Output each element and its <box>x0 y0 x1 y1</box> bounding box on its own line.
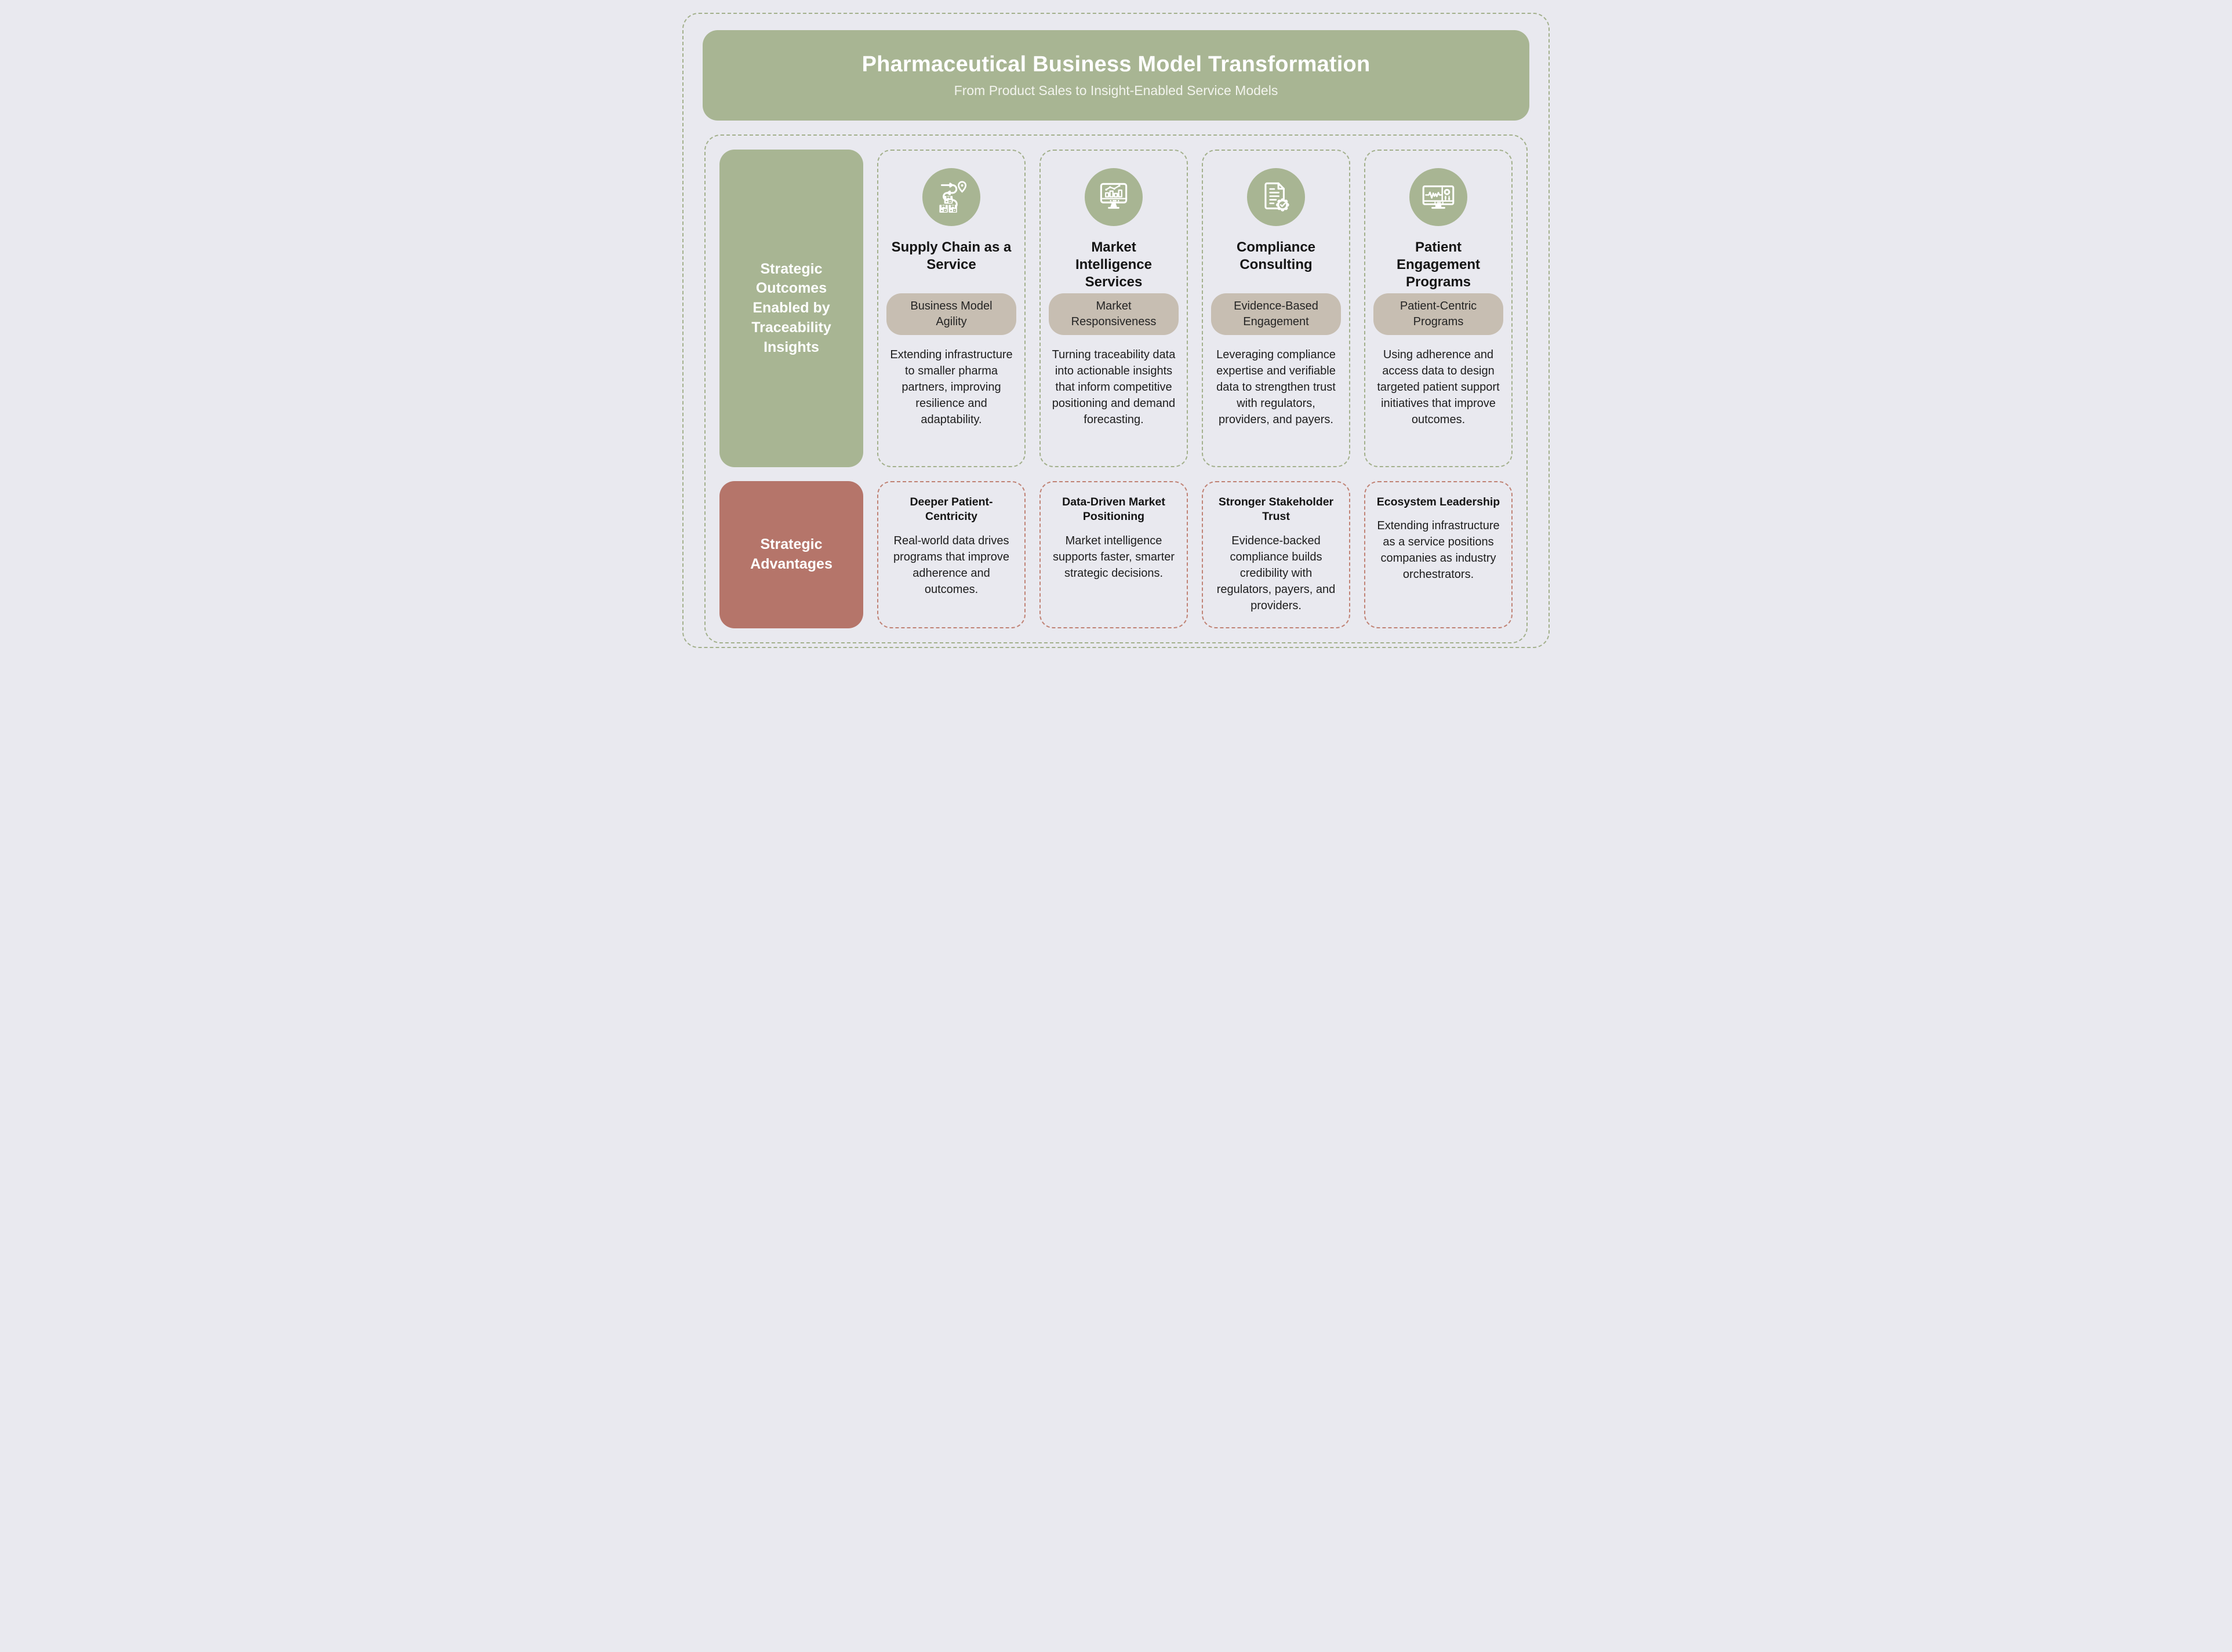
column-badge: Evidence-Based Engagement <box>1211 293 1341 335</box>
advantages-sidebar: Strategic Advantages <box>719 481 863 628</box>
advantage-description: Extending infrastructure as a service po… <box>1377 519 1500 581</box>
header-banner: Pharmaceutical Business Model Transforma… <box>703 30 1529 121</box>
outcomes-sidebar-label: Strategic Outcomes Enabled by Traceabili… <box>751 260 831 355</box>
compliance-icon-circle <box>1247 168 1305 226</box>
advantages-sidebar-label: Strategic Advantages <box>750 536 833 572</box>
page-title: Pharmaceutical Business Model Transforma… <box>861 52 1371 77</box>
advantage-card-stakeholder-trust: Stronger Stakeholder Trust Evidence-back… <box>1202 481 1350 628</box>
column-compliance-consulting: Compliance Consulting Evidence-Based Eng… <box>1202 150 1350 467</box>
supply-chain-route-icon <box>939 181 967 213</box>
parcel-boxes <box>939 195 957 213</box>
advantage-title: Deeper Patient-Centricity <box>910 496 993 523</box>
market-intelligence-icon-circle <box>1085 168 1143 226</box>
column-badge: Patient-Centric Programs <box>1373 293 1503 335</box>
advantage-description: Evidence-backed compliance builds credib… <box>1216 534 1336 612</box>
column-description: Leveraging compliance expertise and veri… <box>1216 348 1336 426</box>
infographic-page: Pharmaceutical Business Model Transforma… <box>670 0 1562 661</box>
column-title: Market Intelligence Services <box>1075 239 1153 290</box>
advantage-card-ecosystem-leadership: Ecosystem Leadership Extending infrastru… <box>1364 481 1513 628</box>
column-patient-engagement: Patient Engagement Programs Patient-Cent… <box>1364 150 1513 467</box>
column-supply-chain: Supply Chain as a Service Business Model… <box>877 150 1026 467</box>
column-description: Turning traceability data into actionabl… <box>1052 348 1176 426</box>
advantage-description: Market intelligence supports faster, sma… <box>1052 534 1175 580</box>
advantage-title: Stronger Stakeholder Trust <box>1218 496 1334 523</box>
compliance-document-seal-icon <box>1264 182 1289 212</box>
column-description: Extending infrastructure to smaller phar… <box>890 348 1013 426</box>
outcomes-sidebar: Strategic Outcomes Enabled by Traceabili… <box>719 150 863 467</box>
advantage-card-patient-centricity: Deeper Patient-Centricity Real-world dat… <box>877 481 1026 628</box>
column-title: Patient Engagement Programs <box>1396 239 1481 290</box>
column-description: Using adherence and access data to desig… <box>1377 348 1500 426</box>
column-market-intelligence: Market Intelligence Services Market Resp… <box>1039 150 1188 467</box>
advantage-title: Ecosystem Leadership <box>1376 496 1500 508</box>
column-title: Supply Chain as a Service <box>891 239 1012 272</box>
column-badge: Market Responsiveness <box>1049 293 1179 335</box>
market-analytics-monitor-icon <box>1100 183 1128 209</box>
patient-vitals-monitor-icon <box>1422 185 1455 209</box>
column-badge: Business Model Agility <box>886 293 1016 335</box>
content-panel: Strategic Outcomes Enabled by Traceabili… <box>704 134 1528 643</box>
advantage-card-market-positioning: Data-Driven Market Positioning Market in… <box>1039 481 1188 628</box>
column-title: Compliance Consulting <box>1236 239 1316 272</box>
patient-engagement-icon-circle <box>1409 168 1467 226</box>
seal-check <box>1276 198 1289 212</box>
supply-chain-icon-circle <box>922 168 980 226</box>
advantage-description: Real-world data drives programs that imp… <box>893 534 1010 596</box>
page-subtitle: From Product Sales to Insight-Enabled Se… <box>954 83 1278 98</box>
advantage-title: Data-Driven Market Positioning <box>1062 496 1165 523</box>
